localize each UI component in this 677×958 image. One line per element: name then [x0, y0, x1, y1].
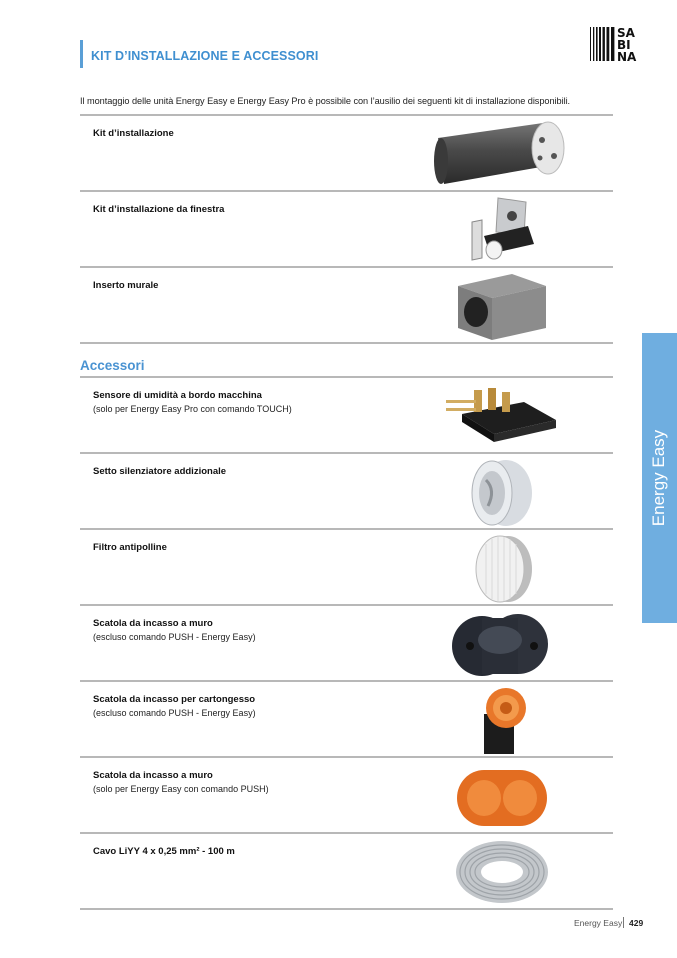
- cable-coil-image: [456, 841, 548, 903]
- accessory-title-5: Scatola da incasso per cartongesso: [93, 694, 256, 705]
- accessory-title-3: Filtro antipolline: [93, 542, 167, 553]
- footer-label: Energy Easy: [574, 918, 623, 928]
- row-divider: [80, 190, 613, 192]
- logo-line-1: SA: [617, 26, 636, 40]
- accessory-title-1: Sensore di umidità a bordo macchina: [93, 390, 262, 401]
- footer-separator: [623, 917, 624, 928]
- side-tab: [642, 333, 677, 623]
- logo-line-3: NA: [617, 50, 637, 63]
- row-divider: [80, 376, 613, 378]
- kit-title-2: Kit d’installazione da finestra: [93, 204, 225, 215]
- accessory-title-7: Cavo LiYY 4 x 0,25 mm² - 100 m: [93, 846, 235, 857]
- humidity-sensor-image: [446, 388, 556, 442]
- row-divider: [80, 680, 613, 682]
- kit-title-3: Inserto murale: [93, 280, 159, 291]
- installation-kit-image: [434, 121, 565, 184]
- page-number: 429: [629, 918, 644, 928]
- accessory-title-6: Scatola da incasso a muro: [93, 770, 213, 781]
- accessory-subtitle-5: (escluso comando PUSH - Energy Easy): [93, 708, 256, 718]
- accessory-title-4: Scatola da incasso a muro: [93, 618, 213, 629]
- row-divider: [80, 114, 613, 116]
- logo-line-2: BI: [617, 38, 631, 52]
- wall-insert-image: [458, 274, 546, 340]
- accessory-subtitle-6: (solo per Energy Easy con comando PUSH): [93, 784, 269, 794]
- row-divider: [80, 604, 613, 606]
- row-divider: [80, 528, 613, 530]
- pollen-filter-image: [475, 535, 532, 603]
- accessory-title-2: Setto silenziatore addizionale: [93, 466, 227, 477]
- sabiana-logo: SA BI NA: [590, 26, 637, 63]
- double-wall-box-image: [457, 770, 547, 826]
- title-accent-bar: [80, 40, 83, 68]
- row-divider: [80, 266, 613, 268]
- kit-title-1: Kit d’installazione: [93, 128, 174, 139]
- row-divider: [80, 832, 613, 834]
- page-title: KIT D’INSTALLAZIONE E ACCESSORI: [91, 49, 319, 63]
- window-kit-image: [471, 197, 534, 261]
- drywall-box-image: [484, 688, 526, 754]
- wall-box-image: [452, 614, 548, 676]
- row-divider: [80, 756, 613, 758]
- intro-text: Il montaggio delle unità Energy Easy e E…: [80, 96, 571, 106]
- accessory-subtitle-4: (escluso comando PUSH - Energy Easy): [93, 632, 256, 642]
- row-divider: [80, 452, 613, 454]
- row-divider: [80, 908, 613, 910]
- silencer-image: [471, 460, 532, 526]
- row-divider: [80, 342, 613, 344]
- side-tab-label: Energy Easy: [649, 429, 668, 527]
- accessories-heading: Accessori: [80, 358, 145, 373]
- accessory-subtitle-1: (solo per Energy Easy Pro con comando TO…: [93, 404, 292, 414]
